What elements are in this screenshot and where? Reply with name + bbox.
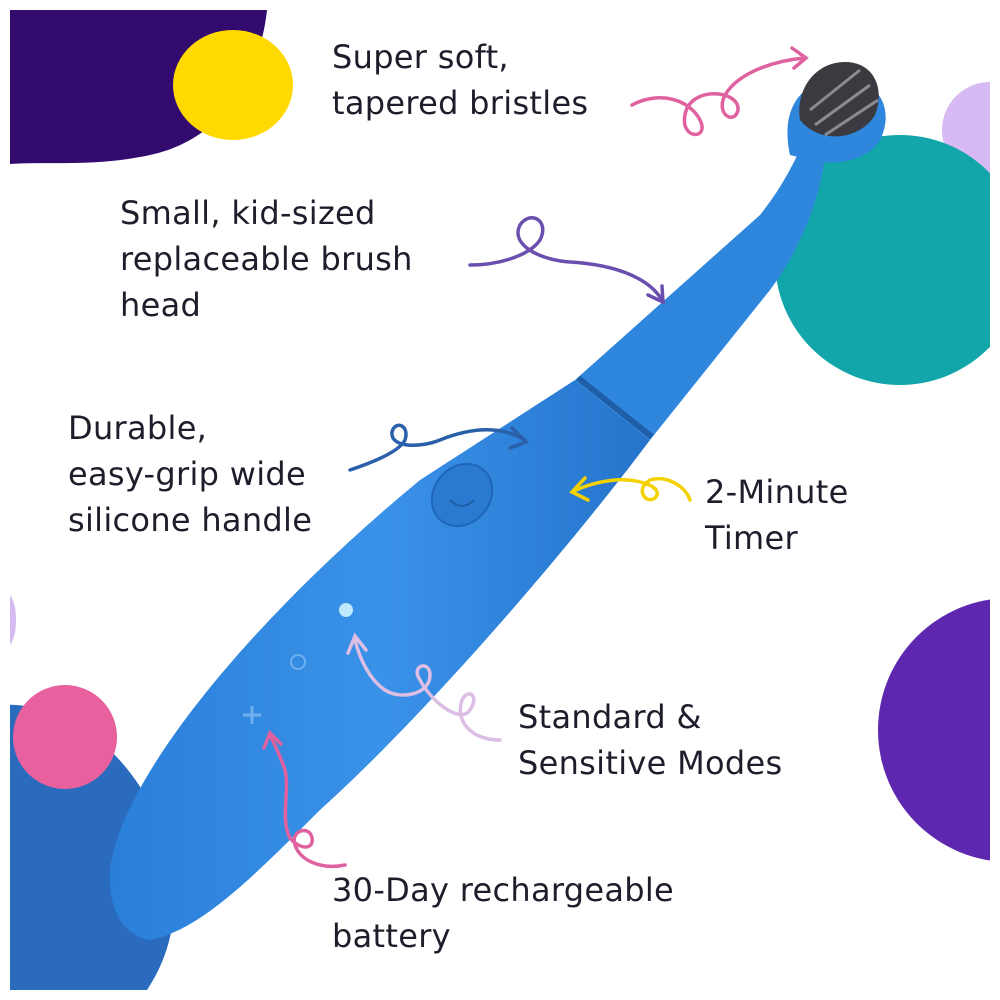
teal-circle xyxy=(775,135,990,385)
feature-line: replaceable brush xyxy=(120,240,413,278)
brush-handle xyxy=(109,380,650,940)
feature-line: Sensitive Modes xyxy=(518,744,783,782)
violet-circle xyxy=(878,599,990,861)
yellow-blob xyxy=(173,30,293,140)
arrow-handle xyxy=(348,423,530,472)
arrow-bristles xyxy=(630,46,809,137)
feature-line: Super soft, xyxy=(332,38,509,76)
feature-handle: Durable, easy-grip wide silicone handle xyxy=(68,405,312,543)
annotation-arrows xyxy=(262,46,809,868)
feature-battery: 30-Day rechargeable battery xyxy=(332,867,674,959)
mode-icon xyxy=(290,654,306,670)
neck-ring xyxy=(576,375,654,440)
feature-line: head xyxy=(120,286,202,324)
toothbrush xyxy=(109,62,886,940)
small-lavender-blob xyxy=(10,595,16,645)
plus-icon xyxy=(243,706,261,724)
pink-circle xyxy=(13,685,117,789)
feature-line: Durable, xyxy=(68,409,208,447)
feature-timer: 2-Minute Timer xyxy=(705,469,849,561)
feature-bristles: Super soft, tapered bristles xyxy=(332,34,588,126)
feature-line: Standard & xyxy=(518,698,702,736)
feature-line: tapered bristles xyxy=(332,84,589,122)
feature-line: Timer xyxy=(705,519,798,557)
arrow-battery xyxy=(262,729,347,868)
feature-line: 30-Day rechargeable xyxy=(332,871,675,909)
feature-line: easy-grip wide xyxy=(68,455,306,493)
arrow-brush-head xyxy=(468,216,665,305)
arrow-timer xyxy=(569,476,692,502)
feature-line: Small, kid-sized xyxy=(120,194,376,232)
feature-line: battery xyxy=(332,917,451,955)
feature-modes: Standard & Sensitive Modes xyxy=(518,694,782,786)
brush-neck xyxy=(575,150,825,440)
smiley-button xyxy=(430,462,494,528)
feature-line: 2-Minute xyxy=(705,473,849,511)
bristles-icon xyxy=(799,62,879,137)
feature-brush-head: Small, kid-sized replaceable brush head xyxy=(120,190,413,328)
feature-line: silicone handle xyxy=(68,501,313,539)
arrow-modes xyxy=(346,632,502,742)
led-indicator xyxy=(339,603,353,617)
